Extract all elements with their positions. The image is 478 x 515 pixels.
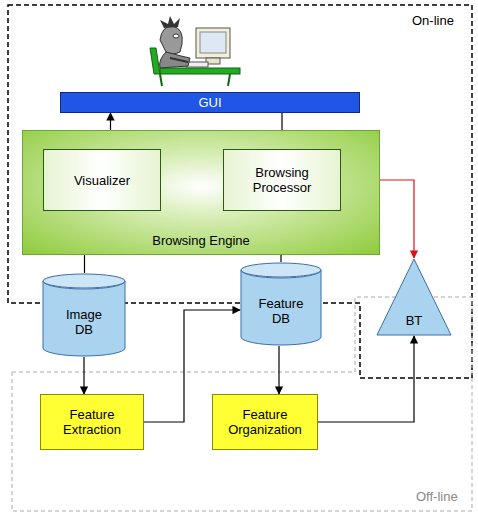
node-label: Feature Organization bbox=[219, 407, 311, 437]
online-region bbox=[8, 5, 472, 378]
process-box: Feature Extraction bbox=[40, 394, 144, 450]
node-label: BT bbox=[406, 313, 423, 328]
node-label: Browsing Processor bbox=[236, 165, 328, 195]
node-label: Feature DB bbox=[253, 296, 309, 326]
region-label: On-line bbox=[412, 13, 454, 28]
process-box: Browsing Processor bbox=[223, 149, 341, 211]
flow-arrow bbox=[83, 357, 84, 394]
user-illustration bbox=[150, 16, 240, 86]
process-box: Feature Organization bbox=[212, 394, 318, 450]
node-label: Browsing Engine bbox=[23, 233, 379, 248]
node-label: GUI bbox=[198, 95, 221, 110]
node-label: Visualizer bbox=[74, 173, 130, 188]
gui-bar: GUI bbox=[60, 92, 360, 113]
node-label: Feature Extraction bbox=[49, 407, 135, 437]
tree-triangle: BT bbox=[376, 258, 452, 336]
flow-arrow bbox=[278, 346, 279, 394]
database-cylinder: Feature DB bbox=[240, 262, 322, 346]
flow-arrow bbox=[318, 336, 414, 422]
node-label: Image DB bbox=[59, 307, 109, 337]
process-box: Visualizer bbox=[43, 149, 161, 211]
region-label: Off-line bbox=[416, 489, 458, 504]
engine-panel: Browsing Engine Visualizer Browsing Proces… bbox=[22, 130, 380, 255]
database-cylinder: Image DB bbox=[42, 273, 126, 357]
